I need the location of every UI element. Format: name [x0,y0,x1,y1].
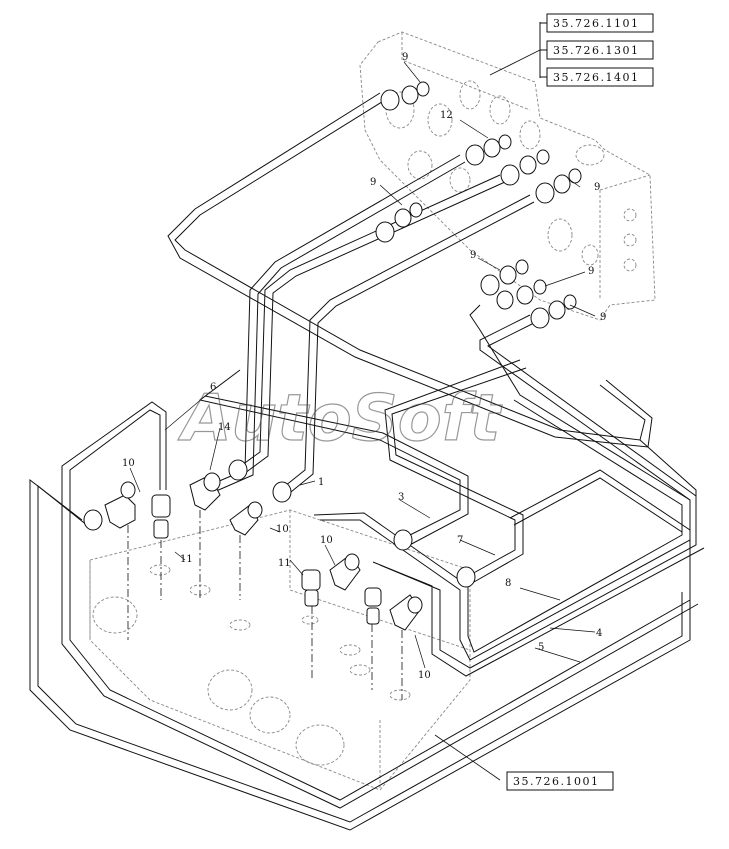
callout-6: 6 [210,382,216,393]
elbow-10-mid [329,553,361,591]
callout-11-b: 11 [278,558,291,569]
union-11-left [151,494,171,539]
callout-10-d: 10 [418,670,431,681]
control-valve-block [359,31,656,321]
fitting-12 [465,134,512,166]
callout-10-a: 10 [122,458,135,469]
valve-fittings [375,81,582,329]
callout-8: 8 [505,578,511,589]
callout-9-b: 9 [594,182,600,193]
pipe-1 [279,194,531,491]
callout-14: 14 [218,422,231,433]
callout-12: 12 [440,110,453,121]
autosoft-watermark: AutoSoft [177,382,503,456]
reference-label-1101: 35.726.1101 [553,17,639,30]
callout-10-c: 10 [320,535,333,546]
callout-9-d: 9 [470,250,476,261]
reference-box-group-top: 35.726.1101 35.726.1301 35.726.1401 [489,13,654,87]
pipe-top-left [174,99,646,441]
elbow-10-left [83,481,136,531]
fitting-9-g [530,294,577,329]
pipes [29,92,705,831]
fitting-9-d [375,202,423,243]
pipe-6 [69,409,691,801]
callout-9-e: 9 [588,266,594,277]
elbow-14 [189,459,248,511]
callout-11-a: 11 [180,554,193,565]
callout-10-b: 10 [276,524,289,535]
reference-box-bottom: 35.726.1001 [434,734,614,791]
pipe-5 [29,478,691,831]
reference-label-1401: 35.726.1401 [553,71,639,84]
callout-5: 5 [538,642,544,653]
manifold-fittings [83,459,476,631]
callout-1: 1 [318,477,324,488]
fitting-9-a [380,81,430,111]
pipe-right-cross [479,314,691,540]
lower-manifold-block [89,509,471,791]
callout-9-c: 9 [370,177,376,188]
fitting-9-b [500,149,550,186]
fitting-9-e [480,259,529,296]
pipe-4 [379,439,697,669]
callout-9-f: 9 [600,312,606,323]
pipe-right-lower [509,469,691,560]
elbow-10-center [229,481,292,536]
leader-lines [129,61,596,669]
pipe-14 [234,174,501,471]
callout-7: 7 [457,535,463,546]
reference-label-1001: 35.726.1001 [513,775,599,788]
pipe-7 [384,359,521,576]
callout-4: 4 [596,628,602,639]
callout-numbers: 9 12 9 9 9 9 9 6 14 1 3 7 8 4 5 10 11 10… [122,52,606,681]
fitting-7 [456,566,476,588]
fitting-9-f [496,279,547,310]
callout-3: 3 [398,492,404,503]
elbow-10-right [389,594,423,631]
fitting-9-c [535,168,582,204]
union-10-mid2 [364,587,382,625]
reference-label-1301: 35.726.1301 [553,44,639,57]
fitting-3 [393,529,413,551]
union-11-center [301,569,321,607]
callout-9-a: 9 [402,52,408,63]
centre-lines [127,510,403,700]
